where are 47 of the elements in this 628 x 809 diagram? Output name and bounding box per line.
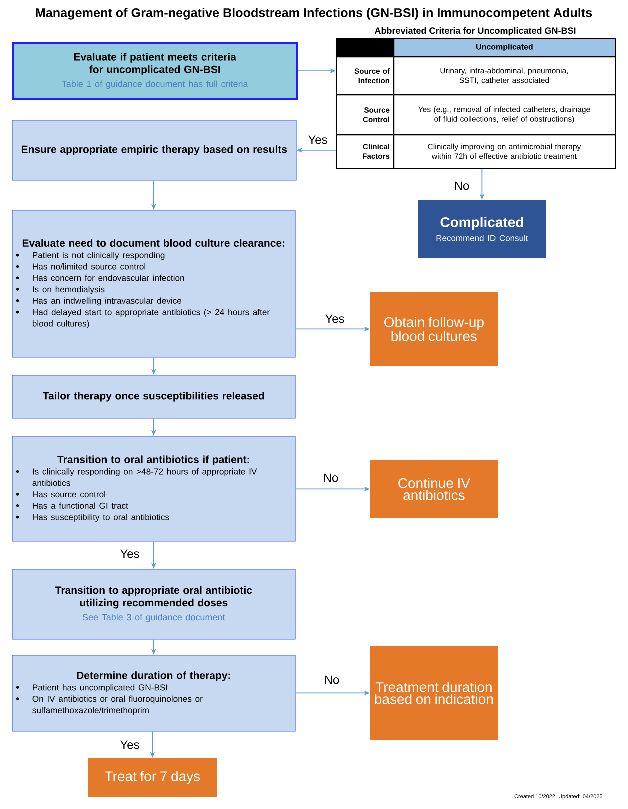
edge-label: Yes — [119, 740, 141, 750]
box-heading: Transition to appropriate oral antibiotic utilizing recommended doses — [55, 586, 252, 609]
box-heading: Evaluate need to document blood culture clearance: — [22, 239, 285, 248]
edge-label: No — [323, 674, 341, 686]
process-box — [12, 120, 297, 181]
process-box — [12, 42, 298, 100]
process-box — [12, 655, 296, 732]
process-box — [12, 569, 296, 640]
process-box — [12, 436, 296, 542]
box-text: Continue IV antibiotics — [398, 478, 470, 500]
bullet-item: Has susceptibility to oral antibiotics — [16, 514, 170, 522]
box-note: Table 1 of guidance document has full criteria — [62, 80, 248, 90]
box-heading: Evaluate if patient meets criteria for uncomplicated GN-BSI — [74, 53, 236, 76]
box-heading: Tailor therapy once susceptibilities released — [43, 392, 264, 402]
box-text: Treatment duration based on indication — [375, 682, 494, 704]
box-note: See Table 3 of guidance document — [82, 614, 226, 622]
bullet-item: Had delayed start to appropriate antibiotics (> 24 hours after blood cultures) — [16, 309, 270, 328]
bullet-item: Has an indwelling intravascular device — [16, 298, 182, 306]
box-heading: Complicated — [440, 217, 524, 230]
outcome-box — [418, 200, 546, 258]
edge-label: Yes — [119, 548, 141, 560]
box-heading: Ensure appropriate empiric therapy based on results — [22, 146, 288, 156]
process-box — [12, 210, 296, 358]
outcome-box — [88, 758, 218, 798]
edge-label: Yes — [307, 134, 329, 146]
bullet-item: Has concern for endovascular infection — [16, 274, 184, 282]
bullet-item: Is on hemodialysis — [16, 286, 105, 294]
bullet-item: Has no/limited source control — [16, 264, 146, 270]
outcome-box — [370, 646, 498, 740]
edge-label: No — [322, 472, 340, 484]
title: Management of Gram-negative Bloodstream Infections (GN-BSI) in Immunocompetent Adults — [36, 8, 592, 20]
outcome-box — [370, 292, 498, 366]
process-box — [12, 375, 296, 419]
outcome-box — [370, 460, 498, 518]
edge-label: Yes — [324, 314, 346, 324]
box-note: Recommend ID Consult — [436, 235, 528, 242]
bullet-item: Patient is not clinically responding — [16, 252, 165, 260]
box-heading: Determine duration of therapy: — [77, 672, 230, 682]
box-text: Treat for 7 days — [105, 771, 200, 784]
box-text: Obtain follow-up blood cultures — [384, 317, 484, 342]
bullet-item: On IV antibiotics or oral fluoroquinolones or sulfamethoxazole/trimethoprim — [16, 696, 203, 716]
bullet-item: Has a functional GI tract — [16, 502, 128, 509]
bullet-item: Is clinically responding on >48-72 hours of appropriate IV antibiotics — [16, 468, 258, 486]
bullet-item: Patient has uncomplicated GN-BSI — [16, 684, 168, 692]
bullet-item: Has source control — [16, 491, 106, 498]
edge-label: No — [453, 180, 471, 192]
box-heading: Transition to oral antibiotics if patient: — [58, 456, 250, 466]
